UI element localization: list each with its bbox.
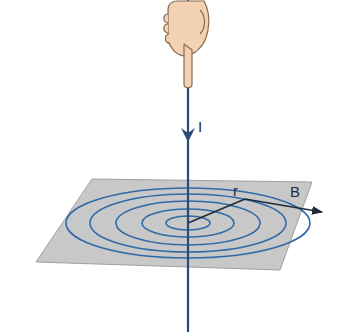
current-arrow xyxy=(181,128,195,142)
field-vector xyxy=(245,199,322,212)
current-label: I xyxy=(198,119,202,134)
radius-label: r xyxy=(233,183,238,198)
field-label: B xyxy=(290,184,300,199)
plane xyxy=(36,179,312,270)
right-hand xyxy=(164,1,209,88)
radius-line xyxy=(188,199,245,223)
